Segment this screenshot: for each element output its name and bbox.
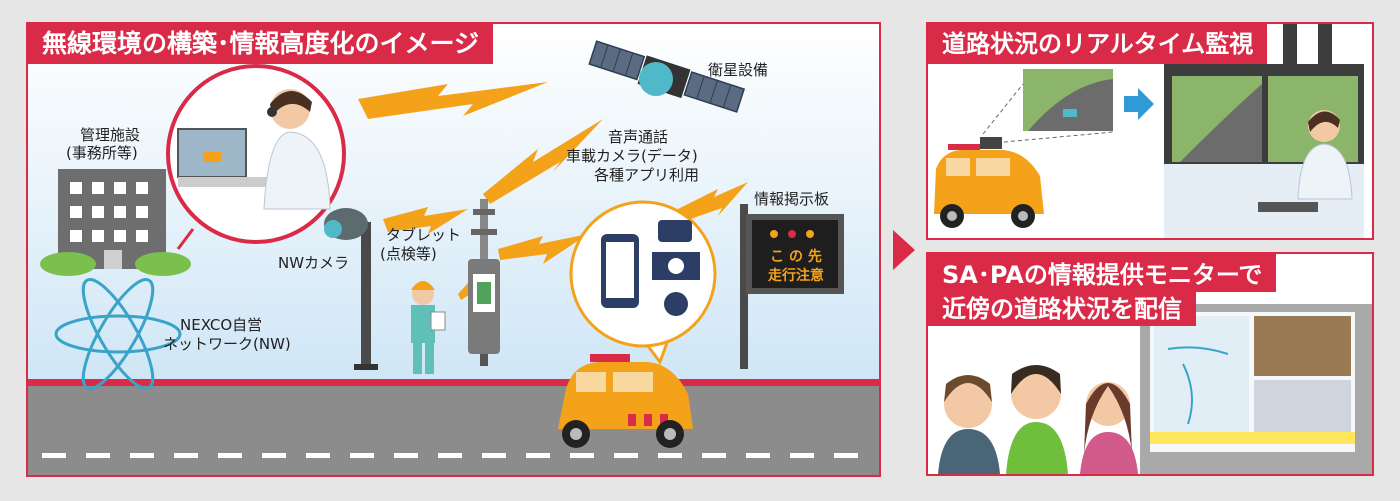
management-building-icon — [40, 169, 191, 276]
wireless-signal-bolts — [358, 82, 748, 300]
road-edge-line — [28, 379, 879, 386]
label-network-2: ネットワーク(NW) — [163, 335, 291, 353]
operator-magnifier — [166, 64, 346, 250]
info-icon — [664, 292, 688, 316]
road — [28, 379, 879, 475]
lightning-bolt-bubble — [498, 234, 588, 264]
realtime-panel: 道路状況のリアルタイム監視 — [926, 22, 1374, 240]
label-nw-camera: NWカメラ — [278, 254, 350, 272]
label-info-board: 情報掲示板 — [754, 190, 830, 208]
worker-with-tablet-icon — [411, 281, 446, 374]
visitors-group-icon — [938, 365, 1138, 474]
main-illustration — [28, 24, 879, 475]
sapa-panel: SA･PAの情報提供モニターで 近傍の道路状況を配信 — [926, 252, 1374, 476]
road-lane-dashes — [42, 453, 858, 458]
onboard-camera-icon — [980, 137, 1002, 149]
transmit-arrow-icon — [1124, 88, 1154, 120]
keyboard-icon — [1258, 202, 1318, 212]
information-board-icon — [740, 204, 844, 369]
app-services-bubble — [569, 200, 717, 366]
nw-camera-icon — [324, 208, 378, 370]
label-services-2: 車載カメラ(データ) — [566, 147, 698, 165]
nexco-network-icon — [54, 278, 182, 390]
main-panel-title: 無線環境の構築･情報高度化のイメージ — [28, 24, 494, 64]
label-services-1: 音声通話 — [608, 128, 669, 146]
tablet-device-icon — [430, 311, 446, 331]
sapa-panel-title-line2: 近傍の道路状況を配信 — [928, 292, 1196, 326]
sapa-panel-title-line1: SA･PAの情報提供モニターで — [928, 254, 1277, 292]
sky-background — [28, 24, 879, 379]
main-panel: 無線環境の構築･情報高度化のイメージ 衛星設備 管理施設 (事務所等) 音声通話… — [26, 22, 881, 477]
patrol-car-icon — [558, 354, 693, 448]
label-facility-2: (事務所等) — [66, 144, 138, 162]
radio-antenna-tower-icon — [468, 199, 500, 366]
label-tablet-1: タブレット — [386, 226, 462, 244]
realtime-panel-title: 道路状況のリアルタイム監視 — [928, 24, 1268, 64]
headset-icon — [267, 107, 277, 117]
patrol-car-with-camera-icon — [934, 137, 1044, 228]
right-arrow-icon — [893, 230, 915, 270]
lightning-bolt-services — [483, 119, 603, 204]
sign-text-line1: こ の 先 — [770, 249, 822, 265]
label-tablet-2: (点検等) — [380, 245, 437, 263]
satellite-icon — [588, 40, 746, 113]
label-satellite: 衛星設備 — [708, 61, 769, 79]
lightning-bolt-board — [678, 182, 748, 222]
label-services-3: 各種アプリ利用 — [594, 166, 700, 184]
label-facility-1: 管理施設 — [80, 126, 141, 144]
lightning-bolt-satellite — [358, 82, 548, 119]
lightning-bolt-camera — [383, 207, 468, 234]
sign-text-line2: 走行注意 — [768, 268, 824, 284]
label-network-1: NEXCO自営 — [180, 316, 263, 334]
chat-icon — [658, 220, 692, 242]
info-display-monitor-icon — [1140, 304, 1372, 474]
